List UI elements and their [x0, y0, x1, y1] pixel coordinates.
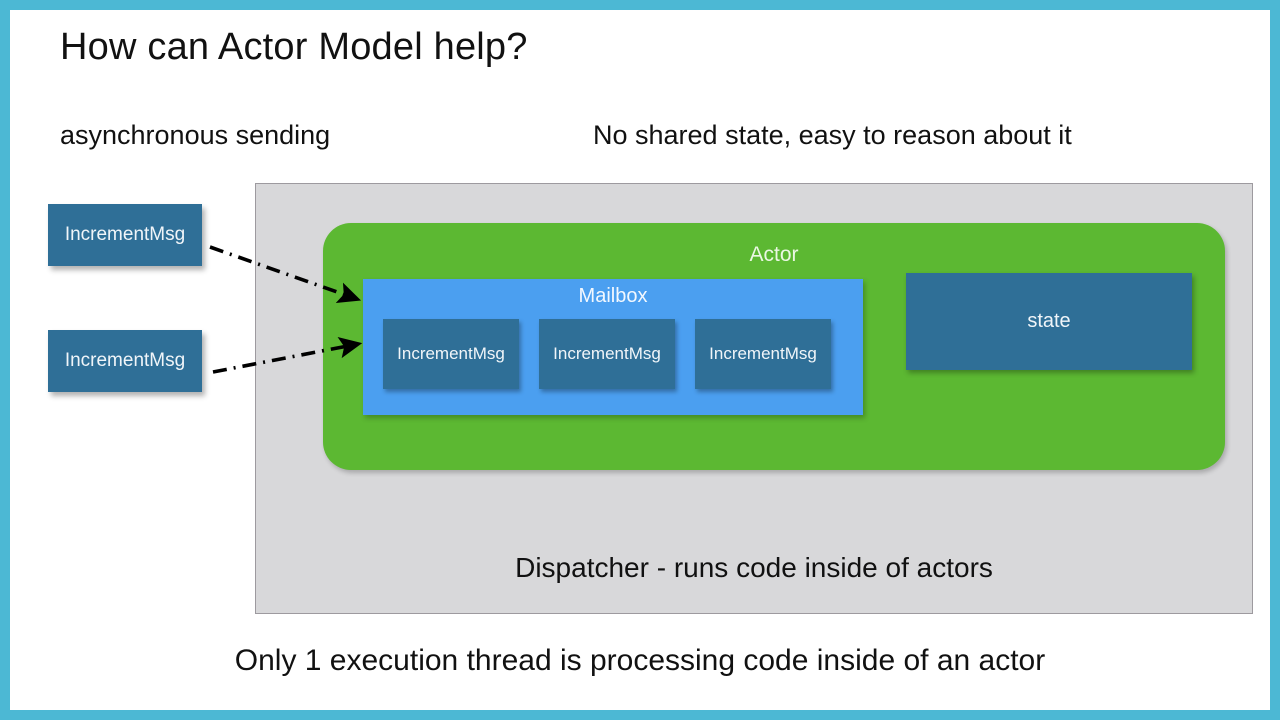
incoming-message-label: IncrementMsg	[64, 224, 186, 245]
mailbox-message-label: IncrementMsg	[709, 344, 817, 363]
subhead-no-shared-state: No shared state, easy to reason about it	[593, 120, 1072, 150]
dispatcher-panel: Actor Mailbox IncrementMsg IncrementMsg …	[255, 183, 1253, 614]
mailbox-box: Mailbox IncrementMsg IncrementMsg Increm…	[363, 279, 863, 415]
actor-label: Actor	[749, 243, 799, 266]
page-title: How can Actor Model help?	[60, 26, 528, 68]
actor-state-box: state	[906, 273, 1192, 370]
incoming-message-label: IncrementMsg	[64, 350, 186, 371]
mailbox-message-list: IncrementMsg IncrementMsg IncrementMsg	[383, 319, 831, 389]
dispatcher-label: Dispatcher - runs code inside of actors	[515, 552, 993, 583]
mailbox-label: Mailbox	[578, 285, 648, 307]
mailbox-message-chip: IncrementMsg	[539, 319, 675, 389]
bottom-caption: Only 1 execution thread is processing co…	[234, 644, 1046, 677]
actor-state-label: state	[1027, 310, 1071, 332]
subhead-asynchronous-sending: asynchronous sending	[60, 120, 331, 150]
mailbox-message-label: IncrementMsg	[553, 344, 661, 363]
actor-box: Actor Mailbox IncrementMsg IncrementMsg …	[323, 223, 1225, 470]
mailbox-message-chip: IncrementMsg	[383, 319, 519, 389]
incoming-message-box-2: IncrementMsg	[48, 330, 202, 392]
incoming-message-box-1: IncrementMsg	[48, 204, 202, 266]
mailbox-message-label: IncrementMsg	[397, 344, 505, 363]
mailbox-message-chip: IncrementMsg	[695, 319, 831, 389]
